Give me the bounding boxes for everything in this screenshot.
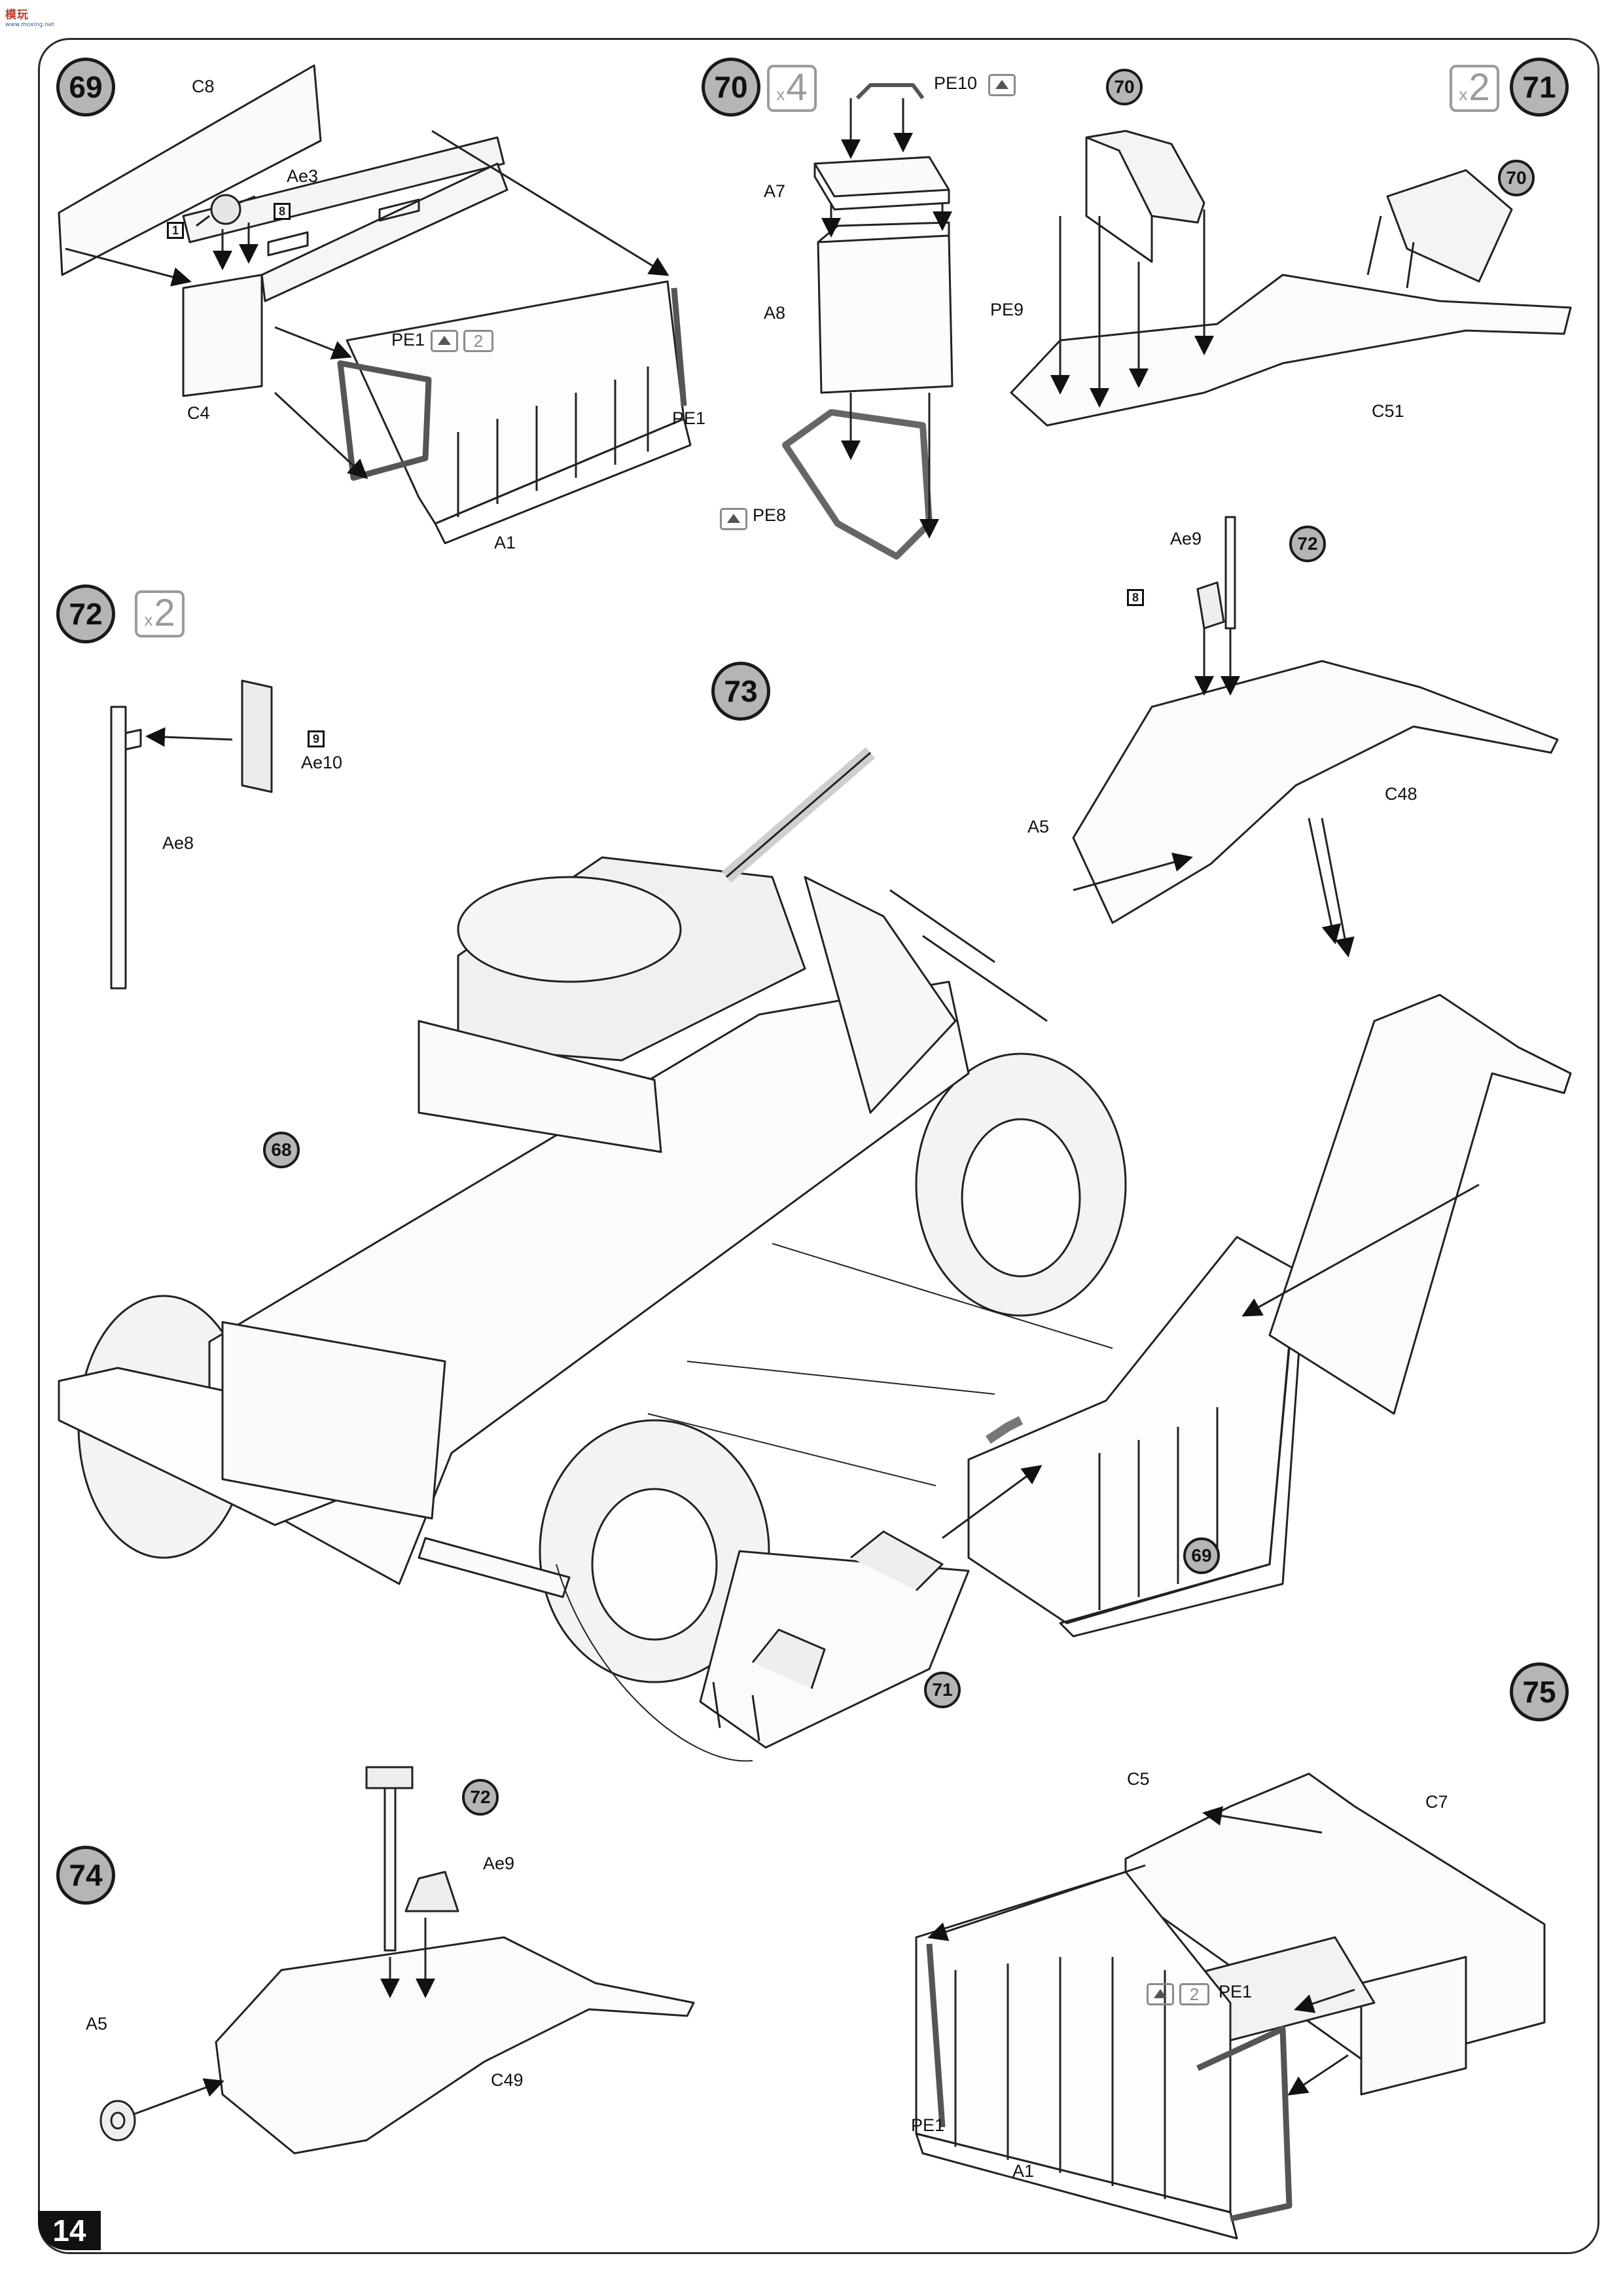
part-label-A5: A5 xyxy=(86,2014,108,2034)
part-label-C49: C49 xyxy=(491,2070,524,2090)
step-number-72: 72 xyxy=(56,584,115,643)
part-label-PE1: PE1 xyxy=(391,330,425,350)
paint-ref-1: 1 xyxy=(167,222,184,239)
part-label-C5: C5 xyxy=(1127,1769,1150,1789)
photoetch-icon xyxy=(1147,1983,1174,2005)
photoetch-icon xyxy=(431,330,458,352)
part-label-PE1: PE1 xyxy=(911,2115,945,2135)
part-label-PE9: PE9 xyxy=(990,300,1024,319)
step75-drawing xyxy=(915,1772,1546,2240)
part-label-A7: A7 xyxy=(764,181,786,201)
step73-drawing xyxy=(58,747,1572,1762)
step71-drawing xyxy=(1010,130,1572,427)
photoetch-icon xyxy=(720,508,747,530)
part-label-PE10: PE10 xyxy=(934,73,978,93)
step-number-70: 70 xyxy=(702,58,760,117)
ref-step-69: 69 xyxy=(1183,1537,1220,1574)
ref-step-72: 72 xyxy=(1289,526,1326,562)
part-label-Ae9: Ae9 xyxy=(483,1854,515,1873)
page-number: 14 xyxy=(38,2211,101,2250)
ref-step-72: 72 xyxy=(462,1779,499,1816)
page-frame xyxy=(38,38,1599,2254)
step-number-74: 74 xyxy=(56,1846,115,1905)
part-label-C8: C8 xyxy=(192,77,215,96)
ref-step-71: 71 xyxy=(924,1672,961,1708)
step70-drawing xyxy=(782,83,954,560)
part-label-A1: A1 xyxy=(494,533,516,552)
photoetch-qty-x2: 2 xyxy=(463,330,493,352)
ref-step-70: 70 xyxy=(1498,160,1535,196)
part-label-A1: A1 xyxy=(1012,2161,1035,2181)
step-number-71: 71 xyxy=(1510,58,1569,117)
photoetch-qty-x2: 2 xyxy=(1179,1983,1209,2005)
paint-ref-8: 8 xyxy=(274,203,291,220)
part-label-Ae8: Ae8 xyxy=(162,833,194,853)
step74-drawing xyxy=(99,1766,695,2155)
part-label-PE1: PE1 xyxy=(672,408,706,428)
site-logo: 模玩 www.moxing.net xyxy=(5,9,54,28)
paint-ref-8: 8 xyxy=(1127,589,1144,606)
part-label-Ae3: Ae3 xyxy=(287,166,319,186)
paint-ref-9: 9 xyxy=(308,730,325,747)
ref-step-70: 70 xyxy=(1106,69,1143,105)
step69-drawing xyxy=(58,64,692,545)
part-label-C4: C4 xyxy=(187,403,210,423)
ref-step-68: 68 xyxy=(263,1132,300,1168)
part-label-C51: C51 xyxy=(1372,401,1404,421)
part-label-A8: A8 xyxy=(764,303,786,323)
step-number-69: 69 xyxy=(56,58,115,117)
step-number-73: 73 xyxy=(711,662,770,721)
photoetch-icon xyxy=(988,74,1016,96)
step72-drawing xyxy=(110,516,1559,990)
part-label-Ae9: Ae9 xyxy=(1170,529,1202,548)
part-label-C7: C7 xyxy=(1425,1792,1448,1812)
part-label-A5: A5 xyxy=(1027,817,1050,836)
step-number-75: 75 xyxy=(1510,1662,1569,1721)
part-label-PE8: PE8 xyxy=(753,505,787,525)
part-label-Ae10: Ae10 xyxy=(301,753,343,772)
part-label-C48: C48 xyxy=(1385,784,1418,804)
part-label-PE1: PE1 xyxy=(1219,1982,1253,2001)
